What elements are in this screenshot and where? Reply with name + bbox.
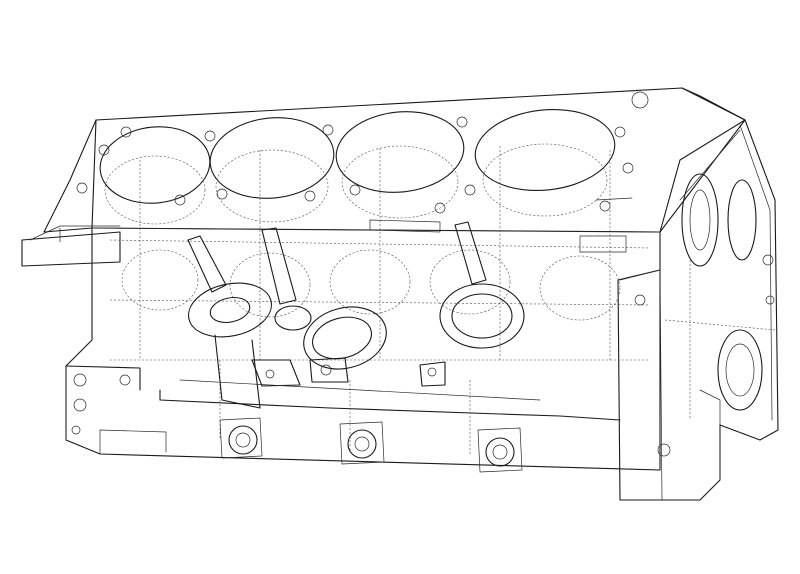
- cam-bore: [681, 173, 719, 267]
- crank-seal-bore: [717, 329, 763, 411]
- bearing-cap-bolt-1: [228, 425, 258, 455]
- head-bolt-holes: [76, 91, 649, 214]
- left-end-ports: [65, 365, 131, 441]
- block-outline: [21, 87, 779, 501]
- bearing-cap-bolt-2: [347, 429, 377, 459]
- cylinder-bore-3: [335, 111, 465, 193]
- connecting-rod-2: [261, 227, 297, 305]
- timing-end: [619, 129, 776, 501]
- hidden-internal-lines: [109, 146, 651, 455]
- bearing-cap-bolt-3: [485, 437, 515, 467]
- connecting-rod-1: [187, 235, 227, 293]
- cylinder-bore-4: [474, 109, 616, 191]
- connecting-rod-3: [454, 221, 487, 285]
- cylinder-bores: [99, 109, 616, 225]
- deck-edges: [59, 197, 661, 253]
- cylinder-bore-1: [99, 126, 211, 204]
- cylinder-bore-2: [209, 117, 335, 199]
- main-bearing-caps: [179, 379, 541, 473]
- connecting-rods: [187, 221, 525, 409]
